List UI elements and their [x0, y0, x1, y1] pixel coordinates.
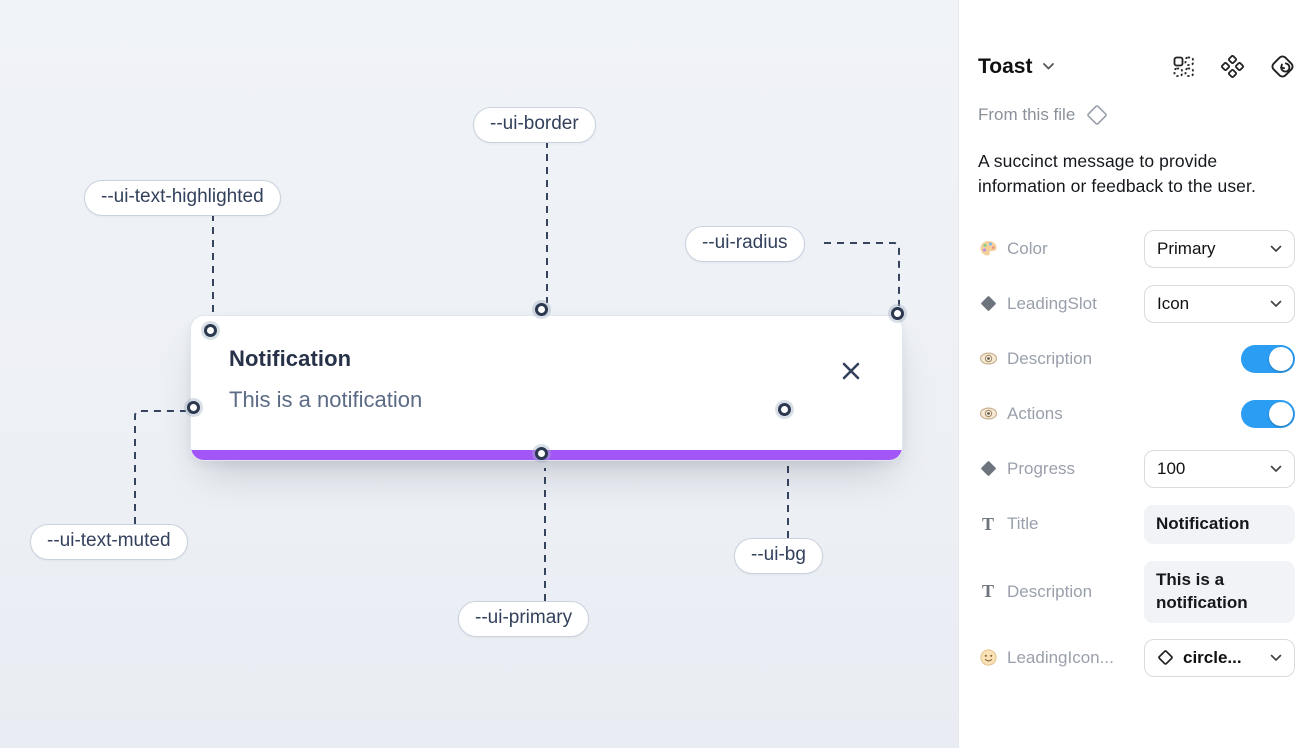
- leadingicon-select[interactable]: circle...: [1144, 638, 1295, 677]
- prop-label-leadingicon: LeadingIcon...: [1007, 647, 1114, 667]
- prop-label-leadingslot: LeadingSlot: [1007, 293, 1097, 313]
- toggle-knob: [1269, 401, 1293, 426]
- component-selector[interactable]: Toast: [978, 55, 1055, 79]
- anchor-ui-radius[interactable]: [891, 307, 904, 320]
- annotation-pill-ui-bg[interactable]: --ui-bg: [734, 538, 823, 574]
- diamond-outline-icon: [1087, 105, 1108, 125]
- prop-row-color: Color Primary: [978, 229, 1295, 268]
- toggle-knob: [1269, 346, 1293, 371]
- smiley-icon: [978, 648, 998, 668]
- source-label: From this file: [978, 105, 1076, 124]
- annotation-pill-ui-primary[interactable]: --ui-primary: [458, 601, 590, 637]
- diamond-outline-icon: [1158, 650, 1173, 665]
- text-icon: T: [981, 513, 994, 534]
- chevron-down-icon: [1043, 63, 1055, 70]
- prop-row-description-text: T Description This is a notification: [978, 560, 1295, 623]
- prop-label-description: Description: [1007, 348, 1093, 368]
- anchor-ui-bg[interactable]: [778, 403, 791, 416]
- annotation-pill-ui-text-muted[interactable]: --ui-text-muted: [30, 524, 188, 560]
- property-list: Color Primary LeadingSlot Icon: [978, 229, 1295, 677]
- color-select[interactable]: Primary: [1144, 229, 1295, 268]
- leadingslot-select[interactable]: Icon: [1144, 284, 1295, 323]
- anchor-ui-text-highlighted[interactable]: [204, 324, 217, 337]
- prop-label-description-text: Description: [1007, 581, 1093, 601]
- diamond-icon: [978, 294, 998, 314]
- prop-row-progress: Progress 100: [978, 449, 1295, 488]
- text-icon: T: [981, 581, 994, 602]
- prop-row-leadingicon: LeadingIcon... circle...: [978, 638, 1295, 677]
- source-row: From this file: [978, 103, 1295, 127]
- title-field[interactable]: Notification: [1144, 504, 1295, 544]
- actions-toggle[interactable]: [1241, 399, 1295, 428]
- prop-label-actions: Actions: [1007, 403, 1063, 423]
- panel-header: Toast: [978, 54, 1295, 79]
- prop-label-title: Title: [1007, 514, 1039, 534]
- chevron-down-icon: [1270, 245, 1282, 252]
- prop-row-description-toggle: Description: [978, 340, 1295, 378]
- chevron-down-icon: [1270, 654, 1282, 661]
- chevron-down-icon: [1270, 465, 1282, 472]
- instance-grid-icon[interactable]: [1172, 55, 1195, 78]
- prop-row-leadingslot: LeadingSlot Icon: [978, 284, 1295, 323]
- color-value: Primary: [1157, 238, 1216, 258]
- design-canvas[interactable]: Notification This is a notification --ui…: [0, 0, 958, 748]
- description-toggle[interactable]: [1241, 344, 1295, 373]
- chevron-down-icon: [1270, 300, 1282, 307]
- eye-icon: [978, 404, 998, 424]
- properties-panel: Toast: [958, 0, 1312, 748]
- prop-row-actions-toggle: Actions: [978, 395, 1295, 433]
- toast-title: Notification: [229, 346, 352, 371]
- component-title: Toast: [978, 54, 1033, 78]
- prop-row-title: T Title Notification: [978, 504, 1295, 544]
- annotation-pill-ui-radius[interactable]: --ui-radius: [685, 226, 805, 262]
- progress-select[interactable]: 100: [1144, 449, 1295, 488]
- anchor-ui-border[interactable]: [535, 303, 548, 316]
- variants-icon[interactable]: [1221, 55, 1244, 78]
- progress-value: 100: [1157, 458, 1186, 478]
- eye-icon: [978, 349, 998, 369]
- annotation-pill-ui-text-highlighted[interactable]: --ui-text-highlighted: [84, 180, 281, 216]
- x-close-icon[interactable]: [840, 360, 862, 382]
- toast-component-preview[interactable]: Notification This is a notification: [190, 315, 903, 461]
- toast-description: This is a notification: [229, 387, 423, 412]
- description-field[interactable]: This is a notification: [1144, 560, 1295, 623]
- diamond-icon: [978, 459, 998, 479]
- prop-label-progress: Progress: [1007, 458, 1076, 478]
- anchor-ui-text-muted[interactable]: [187, 401, 200, 414]
- annotation-pill-ui-border[interactable]: --ui-border: [473, 107, 596, 143]
- prop-label-color: Color: [1007, 238, 1048, 258]
- component-description: A succinct message to provide informatio…: [978, 151, 1256, 197]
- leadingslot-value: Icon: [1157, 293, 1190, 313]
- anchor-ui-primary[interactable]: [535, 447, 548, 460]
- leadingicon-value: circle...: [1183, 647, 1242, 667]
- palette-icon: [978, 239, 998, 259]
- component-return-icon[interactable]: [1270, 54, 1295, 79]
